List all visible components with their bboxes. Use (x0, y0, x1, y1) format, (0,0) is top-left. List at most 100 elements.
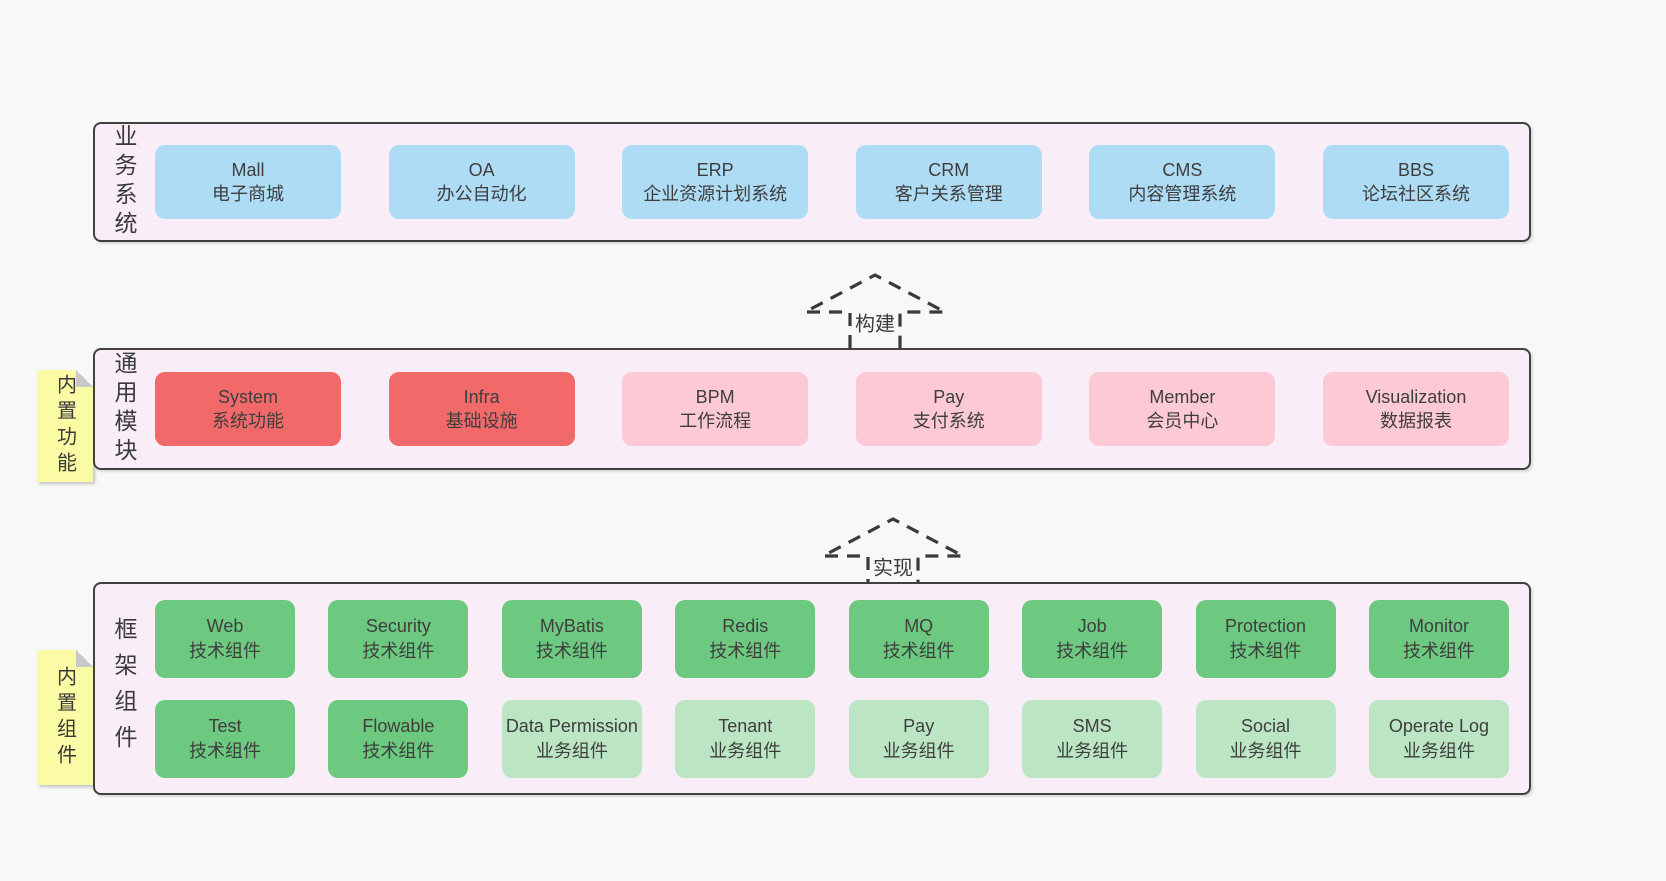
module-box-subtitle: 技术组件 (1056, 640, 1129, 661)
module-box-title: Monitor (1408, 616, 1469, 637)
module-box-title: ERP (696, 159, 734, 180)
module-box-subtitle: 技术组件 (362, 640, 435, 661)
module-box-title: OA (468, 159, 495, 180)
module-box-subtitle: 企业资源计划系统 (643, 184, 788, 204)
module-box-bbs: BBS 论坛社区系统 (1322, 145, 1509, 219)
layer-label-framework-components: 框架组件 (111, 616, 137, 761)
module-box-subtitle: 数据报表 (1379, 411, 1452, 431)
implement-arrow-icon (822, 517, 964, 592)
module-box-job: Job 技术组件 (1022, 599, 1163, 678)
module-box-data-permission: Data Permission 业务组件 (501, 699, 642, 778)
module-box-test: Test 技术组件 (155, 699, 295, 778)
sticky-note-builtin-features-text: 内置功能 (53, 374, 76, 478)
module-box-member: Member 会员中心 (1089, 372, 1276, 446)
module-box-subtitle: 技术组件 (882, 640, 955, 661)
module-box-subtitle: 技术组件 (535, 640, 608, 661)
module-box-security: Security 技术组件 (328, 599, 469, 678)
module-box-title: MyBatis (539, 616, 604, 637)
module-box-title: Operate Log (1388, 716, 1489, 737)
layer-business-systems: 业务系统 Mall 电子商城 OA 办公自动化 ERP 企业资源计划系统 CRM 客户关系管理… (93, 122, 1531, 242)
module-box-title: Data Permission (505, 716, 638, 737)
module-box-subtitle: 业务组件 (1229, 740, 1302, 761)
module-box-subtitle: 技术组件 (189, 740, 261, 761)
layer-label-common-modules: 通用模块 (111, 351, 137, 467)
module-box-title: Visualization (1365, 386, 1467, 407)
module-box-pay: Pay 业务组件 (848, 699, 989, 778)
module-box-subtitle: 论坛社区系统 (1361, 184, 1470, 204)
module-box-visualization: Visualization 数据报表 (1322, 372, 1509, 446)
layer-label-business-systems: 业务系统 (111, 124, 137, 240)
module-box-title: Pay (933, 386, 965, 407)
module-box-title: BBS (1397, 159, 1434, 180)
module-box-subtitle: 客户关系管理 (894, 184, 1003, 204)
sticky-note-builtin-features: 内置功能 (37, 370, 93, 482)
module-box-mq: MQ 技术组件 (848, 599, 989, 678)
implement-arrow-label: 实现 (870, 551, 916, 581)
module-box-subtitle: 会员中心 (1146, 411, 1219, 431)
module-box-title: Social (1241, 716, 1291, 737)
module-box-tenant: Tenant 业务组件 (675, 699, 816, 778)
module-box-crm: CRM 客户关系管理 (855, 145, 1042, 219)
module-box-title: SMS (1072, 716, 1112, 737)
module-box-subtitle: 技术组件 (189, 640, 261, 661)
business-systems-row: Mall 电子商城 OA 办公自动化 ERP 企业资源计划系统 CRM 客户关系管理 CMS 内容… (145, 145, 1529, 219)
module-box-subtitle: 支付系统 (912, 411, 985, 431)
module-box-subtitle: 系统功能 (212, 411, 284, 431)
module-box-subtitle: 技术组件 (1402, 640, 1475, 661)
sticky-note-builtin-components-text: 内置组件 (53, 665, 76, 770)
build-arrow-label: 构建 (852, 307, 898, 337)
module-box-subtitle: 电子商城 (212, 184, 284, 204)
module-box-title: Flowable (362, 716, 435, 737)
module-box-subtitle: 业务组件 (882, 740, 955, 761)
module-box-title: Protection (1225, 616, 1307, 637)
module-box-pay: Pay 支付系统 (855, 372, 1042, 446)
sticky-note-builtin-components: 内置组件 (37, 650, 93, 785)
module-box-title: Test (208, 716, 242, 737)
module-box-subtitle: 办公自动化 (436, 184, 527, 204)
module-box-title: Tenant (718, 716, 773, 737)
module-box-title: MQ (904, 616, 934, 637)
module-box-title: CMS (1162, 159, 1203, 180)
module-box-protection: Protection 技术组件 (1195, 599, 1336, 678)
module-box-title: CRM (928, 159, 970, 180)
module-box-title: Security (365, 616, 431, 637)
module-box-subtitle: 内容管理系统 (1128, 184, 1237, 204)
module-box-subtitle: 业务组件 (1402, 740, 1475, 761)
module-box-subtitle: 基础设施 (445, 411, 518, 431)
module-box-subtitle: 技术组件 (362, 740, 435, 761)
module-box-monitor: Monitor 技术组件 (1368, 599, 1509, 678)
module-box-cms: CMS 内容管理系统 (1089, 145, 1276, 219)
module-box-flowable: Flowable 技术组件 (328, 699, 469, 778)
module-box-title: Member (1149, 386, 1216, 407)
module-box-subtitle: 业务组件 (709, 740, 782, 761)
module-box-operate-log: Operate Log 业务组件 (1368, 699, 1509, 778)
build-arrow-icon (804, 273, 946, 348)
module-box-social: Social 业务组件 (1195, 699, 1336, 778)
sticky-note-fold-icon (76, 370, 93, 387)
module-box-title: BPM (695, 386, 735, 407)
module-box-title: Mall (231, 159, 265, 180)
module-box-erp: ERP 企业资源计划系统 (622, 145, 809, 219)
module-box-subtitle: 业务组件 (535, 740, 608, 761)
module-box-mall: Mall 电子商城 (155, 145, 341, 219)
module-box-oa: OA 办公自动化 (388, 145, 575, 219)
sticky-note-fold-icon (76, 650, 93, 667)
module-box-title: Redis (722, 616, 769, 637)
module-box-title: Job (1077, 616, 1107, 637)
module-box-sms: SMS 业务组件 (1022, 699, 1163, 778)
module-box-title: Pay (903, 716, 935, 737)
module-box-mybatis: MyBatis 技术组件 (501, 599, 642, 678)
module-box-subtitle: 技术组件 (1229, 640, 1302, 661)
module-box-subtitle: 工作流程 (679, 411, 752, 431)
module-box-title: System (217, 386, 278, 407)
module-box-subtitle: 业务组件 (1056, 740, 1129, 761)
